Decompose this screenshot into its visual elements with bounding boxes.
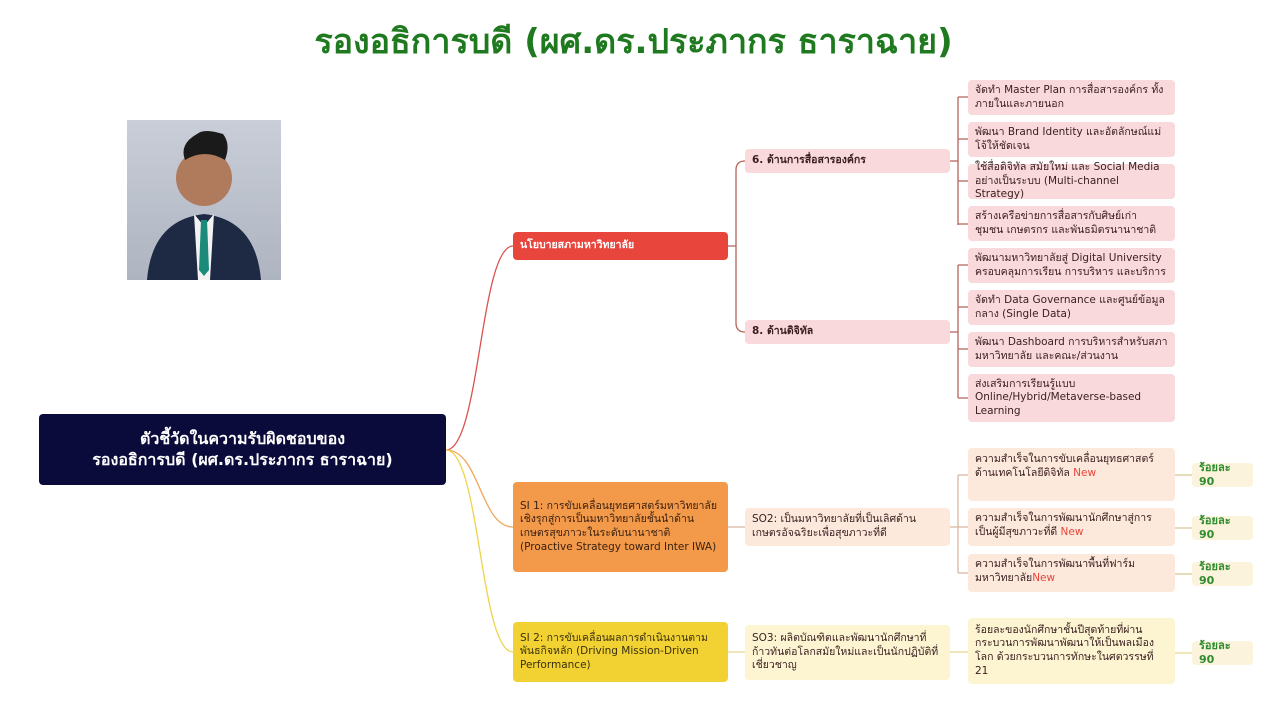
digital-item: ส่งเสริมการเรียนรู้แบบ Online/Hybrid/Met…	[968, 374, 1175, 422]
kpi-item: ความสำเร็จในการขับเคลื่อนยุทธศาสตร์ด้านเ…	[968, 448, 1175, 501]
kpi-item: ความสำเร็จในการพัฒนานักศึกษาสู่การเป็นผู…	[968, 508, 1175, 546]
new-badge: New	[1032, 571, 1056, 584]
kpi-text: ความสำเร็จในการพัฒนาพื้นที่ฟาร์มมหาวิทยา…	[975, 558, 1136, 584]
digital-item: พัฒนา Dashboard การบริหารสำหรับสภามหาวิท…	[968, 332, 1175, 367]
digital-item: พัฒนามหาวิทยาลัยสู่ Digital University ค…	[968, 248, 1175, 283]
policy-node: นโยบายสภามหาวิทยาลัย	[513, 232, 728, 260]
new-badge: New	[1073, 466, 1097, 479]
comm-node: 6. ด้านการสื่อสารองค์กร	[745, 149, 950, 173]
digital-item: จัดทำ Data Governance และศูนย์ข้อมูลกลาง…	[968, 290, 1175, 325]
so3-node: SO3: ผลิตบัณฑิตและพัฒนานักศึกษาที่ก้าวทั…	[745, 625, 950, 680]
kpi-item: ความสำเร็จในการพัฒนาพื้นที่ฟาร์มมหาวิทยา…	[968, 554, 1175, 592]
kpi-item: ร้อยละของนักศึกษาชั้นปีสุดท้ายที่ผ่านกระ…	[968, 618, 1175, 684]
comm-item: สร้างเครือข่ายการสื่อสารกับศิษย์เก่า ชุม…	[968, 206, 1175, 241]
comm-item: ใช้สื่อดิจิทัล สมัยใหม่ และ Social Media…	[968, 161, 1175, 200]
root-line-2: รองอธิการบดี (ผศ.ดร.ประภากร ธาราฉาย)	[92, 449, 393, 469]
comm-item: จัดทำ Master Plan การสื่อสารองค์กร ทั้งภ…	[968, 80, 1175, 115]
comm-item: พัฒนา Brand Identity และอัตลักษณ์แม่โจ้ใ…	[968, 122, 1175, 157]
root-line-1: ตัวชี้วัดในความรับผิดชอบของ	[139, 428, 346, 448]
kpi-target: ร้อยละ 90	[1192, 639, 1253, 666]
si2-node: SI 2: การขับเคลื่อนผลการดำเนินงานตามพันธ…	[513, 622, 728, 682]
portrait-photo	[127, 120, 281, 280]
page-title: รองอธิการบดี (ผศ.ดร.ประภากร ธาราฉาย)	[314, 22, 953, 62]
kpi-target: ร้อยละ 90	[1192, 514, 1253, 541]
kpi-target: ร้อยละ 90	[1192, 560, 1253, 587]
kpi-target: ร้อยละ 90	[1192, 461, 1253, 488]
kpi-text: ความสำเร็จในการพัฒนานักศึกษาสู่การเป็นผู…	[975, 512, 1152, 538]
si1-node: SI 1: การขับเคลื่อนยุทธศาสตร์มหาวิทยาลัย…	[513, 482, 728, 572]
root-node: ตัวชี้วัดในความรับผิดชอบของ รองอธิการบดี…	[39, 414, 446, 485]
digital-node: 8. ด้านดิจิทัล	[745, 320, 950, 344]
new-badge: New	[1060, 525, 1084, 538]
so2-node: SO2: เป็นมหาวิทยาลัยที่เป็นเลิศด้านเกษตร…	[745, 508, 950, 546]
kpi-text: ความสำเร็จในการขับเคลื่อนยุทธศาสตร์ด้านเ…	[975, 453, 1154, 479]
person-icon	[147, 131, 261, 280]
